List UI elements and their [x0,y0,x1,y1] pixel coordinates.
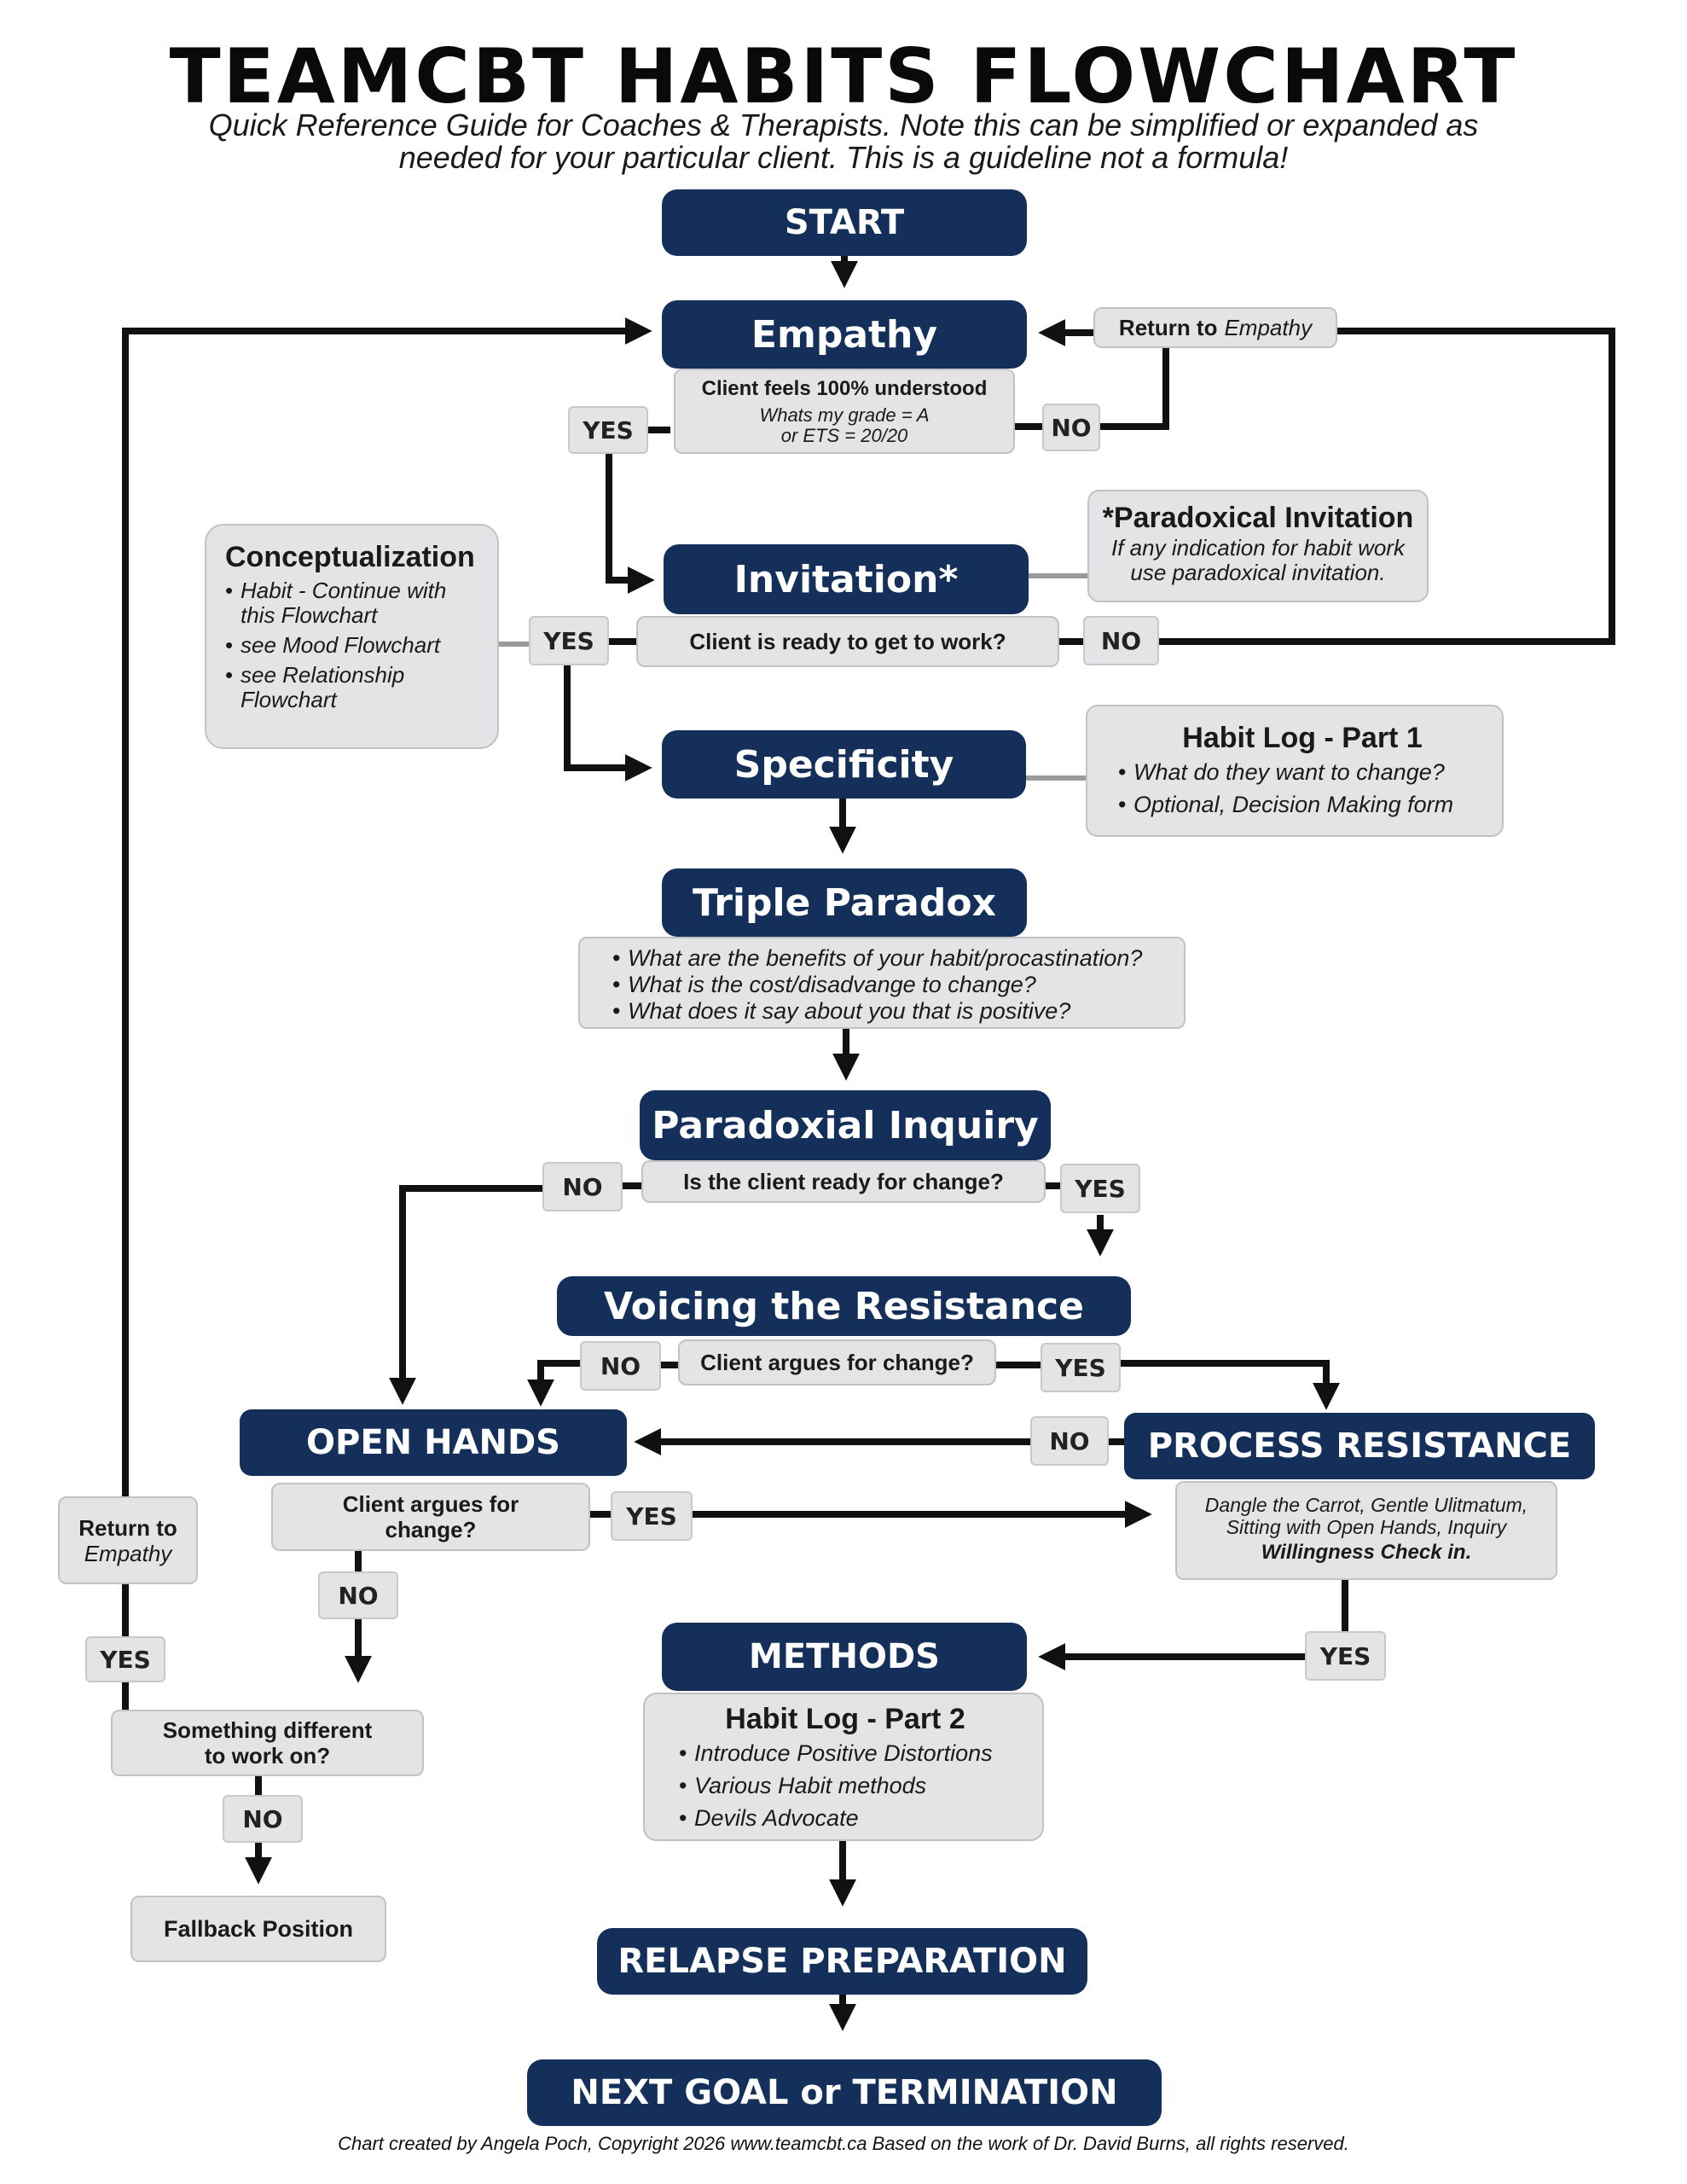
loop-invitation-no-to-return [1159,328,1615,645]
habit-log-part1-list: What do they want to change? Optional, D… [1118,756,1487,821]
arrow-yes-to-invitation [606,454,655,594]
habit-log-part1-item: What do they want to change? [1118,756,1487,788]
return-to-empathy-top: Return to Empathy [1093,307,1337,348]
arrow-left-loop-to-empathy [122,317,652,1496]
open-hands-yes-tag: YES [611,1491,693,1541]
process-yes-tag: YES [1305,1631,1386,1681]
specificity-node: Specificity [662,730,1026,799]
voicing-no-tag: NO [580,1341,661,1391]
something-yes-tag: YES [85,1636,165,1682]
process-resistance-detail-box: Dangle the Carrot, Gentle Ulitmatum, Sit… [1175,1481,1557,1580]
process-no-tag: NO [1030,1416,1109,1466]
page-title: TEAMCBT HABITS FLOWCHART [169,32,1518,120]
empathy-no-tag: NO [1042,404,1100,451]
inquiry-no-tag: NO [542,1162,623,1211]
habit-log-part2-box: Habit Log - Part 2 Introduce Positive Di… [643,1693,1044,1841]
habit-log-part1-item: Optional, Decision Making form [1118,788,1487,821]
empathy-yes-tag: YES [568,406,648,454]
relapse-preparation-node: RELAPSE PREPARATION [597,1928,1087,1995]
conceptualization-item: see Relationship Flowchart [225,663,480,712]
arrow-yes-to-specificity [564,665,652,781]
process-detail-line1: Dangle the Carrot, Gentle Ulitmatum, [1204,1494,1528,1516]
habit-log-part2-item: Various Habit methods [679,1769,1029,1802]
triple-paradox-questions-box: What are the benefits of your habit/proc… [578,937,1186,1029]
habit-log-part2-item: Introduce Positive Distortions [679,1737,1029,1769]
conceptualization-title: Conceptualization [225,541,475,573]
open-hands-no-tag: NO [318,1571,398,1619]
empathy-node: Empathy [662,300,1027,369]
invitation-question: Client is ready to get to work? [636,616,1059,667]
next-goal-node: NEXT GOAL or TERMINATION [527,2059,1162,2126]
voicing-resistance-node: Voicing the Resistance [557,1276,1131,1336]
voicing-yes-tag: YES [1041,1343,1121,1392]
methods-node: METHODS [662,1623,1027,1691]
paradoxical-invitation-line1: If any indication for habit work [1111,535,1405,561]
start-node: START [662,189,1027,256]
empathy-check-title: Client feels 100% understood [701,377,988,400]
habit-log-part2-title: Habit Log - Part 2 [725,1703,965,1735]
triple-paradox-list: What are the benefits of your habit/proc… [612,945,1170,1025]
habit-log-part1-box: Habit Log - Part 1 What do they want to … [1086,705,1504,837]
arrow-voicing-yes-to-process [1121,1360,1340,1410]
arrow-inquiry-no-to-open-hands [389,1185,542,1405]
invitation-no-tag: NO [1083,616,1159,665]
page-subtitle: Quick Reference Guide for Coaches & Ther… [208,107,1479,175]
paradoxical-inquiry-node: Paradoxial Inquiry [640,1090,1051,1160]
open-hands-node: OPEN HANDS [240,1409,627,1476]
open-hands-question: Client argues for change? [271,1483,590,1551]
paradoxical-invitation-title: *Paradoxical Invitation [1102,502,1414,534]
triple-paradox-question: What is the cost/disadvange to change? [612,972,1170,998]
conceptualization-box: Conceptualization Habit - Continue with … [205,524,499,749]
conceptualization-item: Habit - Continue with this Flowchart [225,578,480,628]
process-detail-line3: Willingness Check in. [1261,1541,1472,1564]
habit-log-part2-item: Devils Advocate [679,1802,1029,1834]
paradoxical-invitation-box: *Paradoxical Invitation If any indicatio… [1087,490,1429,602]
return-top-prefix: Return to [1118,314,1218,340]
process-detail-line2: Sitting with Open Hands, Inquiry [1226,1516,1507,1538]
habit-log-part2-list: Introduce Positive Distortions Various H… [679,1737,1029,1834]
triple-paradox-node: Triple Paradox [662,868,1027,937]
line-no-to-return [1100,348,1169,430]
conceptualization-list: Habit - Continue with this Flowchart see… [225,578,480,712]
process-resistance-node: PROCESS RESISTANCE [1124,1413,1595,1479]
fallback-position-box: Fallback Position [130,1896,386,1962]
return-left-prefix: Return to [78,1514,177,1541]
invitation-node: Invitation* [664,544,1029,614]
empathy-check-line1: Whats my grade = A [759,404,930,426]
empathy-check-line2: or ETS = 20/20 [780,425,908,446]
paradoxical-invitation-line2: use paradoxical invitation. [1130,560,1386,585]
empathy-check-box: Client feels 100% understood Whats my gr… [674,369,1015,454]
return-to-empathy-left: Return to Empathy [58,1496,198,1584]
triple-paradox-question: What does it say about you that is posit… [612,998,1170,1025]
return-top-italic: Empathy [1224,314,1313,340]
conceptualization-item: see Mood Flowchart [225,633,480,659]
inquiry-question: Is the client ready for change? [641,1160,1046,1203]
return-left-italic: Empathy [84,1540,172,1566]
something-different-box: Something different to work on? [111,1710,424,1776]
voicing-question: Client argues for change? [678,1339,996,1385]
inquiry-yes-tag: YES [1060,1164,1140,1213]
something-no-tag: NO [223,1795,303,1843]
invitation-yes-tag: YES [529,616,609,665]
habit-log-part1-title: Habit Log - Part 1 [1182,722,1423,754]
arrow-voicing-no-to-open-hands [527,1360,580,1407]
triple-paradox-question: What are the benefits of your habit/proc… [612,945,1170,972]
footer-credit: Chart created by Angela Poch, Copyright … [338,2133,1349,2154]
